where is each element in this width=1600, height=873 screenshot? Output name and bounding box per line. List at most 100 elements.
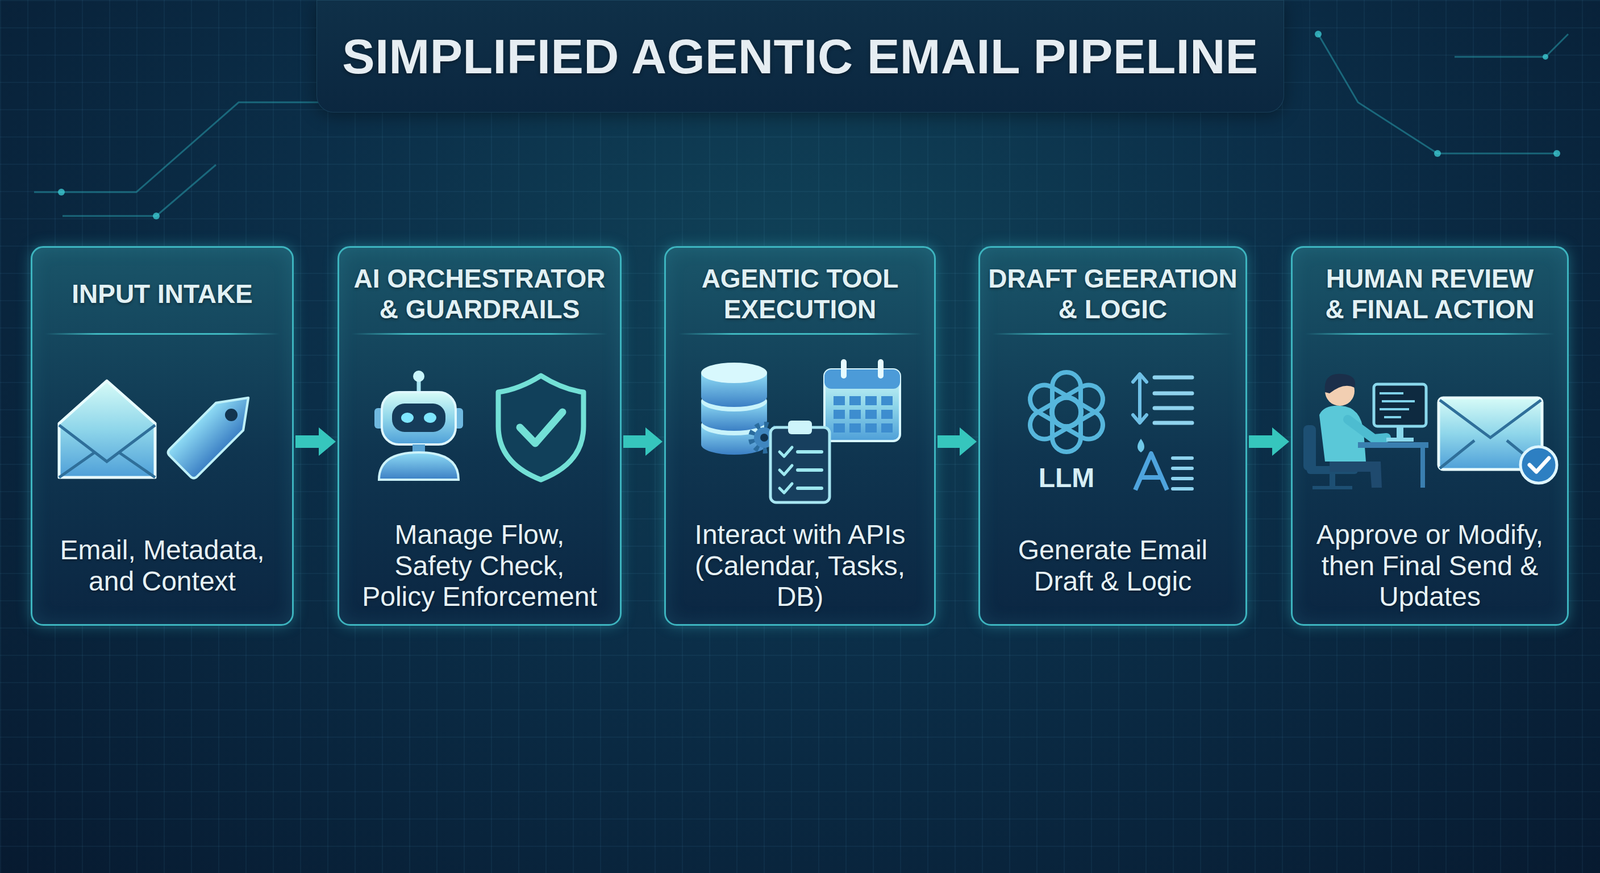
calendar-cell: [865, 409, 877, 419]
database-icon: [701, 414, 768, 436]
desk: [1420, 447, 1425, 488]
line-height-icon: [1132, 373, 1193, 423]
desk: [1357, 442, 1429, 448]
clipboard-icon: [770, 427, 830, 503]
person-head: [1325, 376, 1355, 406]
process-box: DRAFT GEERATION & LOGIC Generate Email Dr…: [978, 246, 1248, 626]
tag-icon: [166, 384, 262, 480]
logo-ring: [1052, 372, 1081, 427]
chair: [1312, 485, 1353, 490]
calendar-icon: [824, 369, 900, 441]
circuit-dot: [152, 212, 160, 220]
heading-divider: [992, 332, 1233, 335]
logo-ring: [1025, 392, 1087, 444]
check-badge: [1520, 446, 1557, 483]
process-box: AGENTIC TOOL EXECUTION Interact with APIs…: [664, 246, 936, 626]
logo-ring: [1046, 392, 1108, 444]
box-description: Interact with APIs (Calendar, Tasks, DB): [665, 509, 935, 623]
spacing-arrow: [1138, 375, 1142, 422]
logo-ring: [1046, 379, 1108, 432]
calendar-grid: [833, 396, 893, 433]
person-hair: [1325, 373, 1356, 394]
box-description: Approve or Modify, then Final Send & Upd…: [1292, 509, 1568, 623]
robot-ear: [453, 407, 464, 429]
envelope-fold: [59, 451, 156, 478]
box-description: Generate Email Draft & Logic: [980, 509, 1246, 623]
check-mark: [1529, 457, 1549, 472]
calendar-ring: [840, 359, 847, 379]
icon-caption: LLM: [1038, 461, 1095, 494]
box-heading: HUMAN REVIEW & FINAL ACTION: [1292, 251, 1568, 337]
robot-head: [381, 392, 456, 445]
logo-ring: [1052, 397, 1081, 452]
robot-neck: [412, 444, 425, 453]
monitor-stand: [1396, 426, 1404, 439]
person-legs: [1329, 461, 1382, 488]
text-lines: [1154, 377, 1193, 423]
envelope-fold: [1439, 440, 1541, 469]
diagram-title: SIMPLIFIED AGENTIC EMAIL PIPELINE: [342, 28, 1258, 85]
person-arm: [1347, 419, 1387, 439]
tag-shape: [166, 384, 262, 480]
circuit-line: [1454, 34, 1569, 57]
calendar-cell: [833, 409, 845, 419]
calendar-cell: [833, 396, 845, 406]
box-heading: AGENTIC TOOL EXECUTION: [665, 251, 935, 337]
calendar-cell: [881, 409, 893, 419]
logo-ring: [1025, 379, 1087, 432]
heading-divider: [44, 332, 280, 335]
calendar-cell: [881, 396, 893, 406]
envelope-icon: [1438, 397, 1543, 470]
envelope-icon: [59, 380, 156, 478]
heading-divider: [351, 332, 608, 335]
robot-antenna: [417, 377, 422, 394]
box-heading: DRAFT GEERATION & LOGIC: [980, 251, 1246, 337]
title-panel: SIMPLIFIED AGENTIC EMAIL PIPELINE: [316, 0, 1285, 113]
circuit-dot: [57, 188, 65, 196]
calendar-cell: [865, 396, 877, 406]
circuit-dot: [1434, 150, 1441, 157]
checklist: [779, 447, 822, 493]
list-line: [797, 486, 822, 490]
calendar-ring: [877, 359, 884, 379]
heading-divider: [678, 332, 922, 335]
calendar-cell: [849, 423, 861, 433]
robot-ear: [374, 407, 384, 429]
text-lines: [1172, 457, 1193, 489]
shield-check: [519, 411, 563, 444]
database-icon: [701, 390, 768, 412]
list-line: [797, 468, 822, 472]
calendar-cell: [881, 423, 893, 433]
process-box: INPUT INTAKE Email, Metadata, and Context: [30, 246, 294, 626]
calendar-cell: [865, 423, 877, 433]
envelope-fold: [1439, 400, 1541, 438]
heading-divider: [1305, 332, 1555, 335]
chair: [1303, 425, 1316, 471]
process-box: HUMAN REVIEW & FINAL ACTION Approve or Mo…: [1290, 246, 1569, 626]
check-mark: [779, 483, 793, 493]
calendar-cell: [833, 423, 845, 433]
calendar-header: [824, 369, 900, 389]
robot-eye: [423, 412, 437, 423]
calendar-cell: [849, 396, 861, 406]
robot-eye: [401, 412, 414, 423]
circuit-dot: [1314, 30, 1322, 38]
circuit-line: [62, 164, 216, 216]
chair: [1329, 473, 1336, 487]
clipboard-clip: [788, 420, 812, 435]
database-icon: [701, 362, 768, 383]
ink-drop: [1137, 438, 1145, 453]
monitor-stand: [1386, 437, 1414, 442]
box-description: Email, Metadata, and Context: [32, 509, 293, 623]
database-icon: [701, 372, 768, 407]
circuit-line: [1318, 34, 1557, 154]
box-heading: INPUT INTAKE: [32, 251, 293, 337]
process-box: AI ORCHESTRATOR & GUARDRAILSManage Flow,…: [337, 246, 622, 626]
flow-arrow: [937, 435, 960, 448]
gear-icon: [751, 425, 777, 450]
circuit-dot: [1542, 53, 1549, 60]
database-icon: [701, 425, 768, 455]
list-line: [797, 450, 822, 454]
